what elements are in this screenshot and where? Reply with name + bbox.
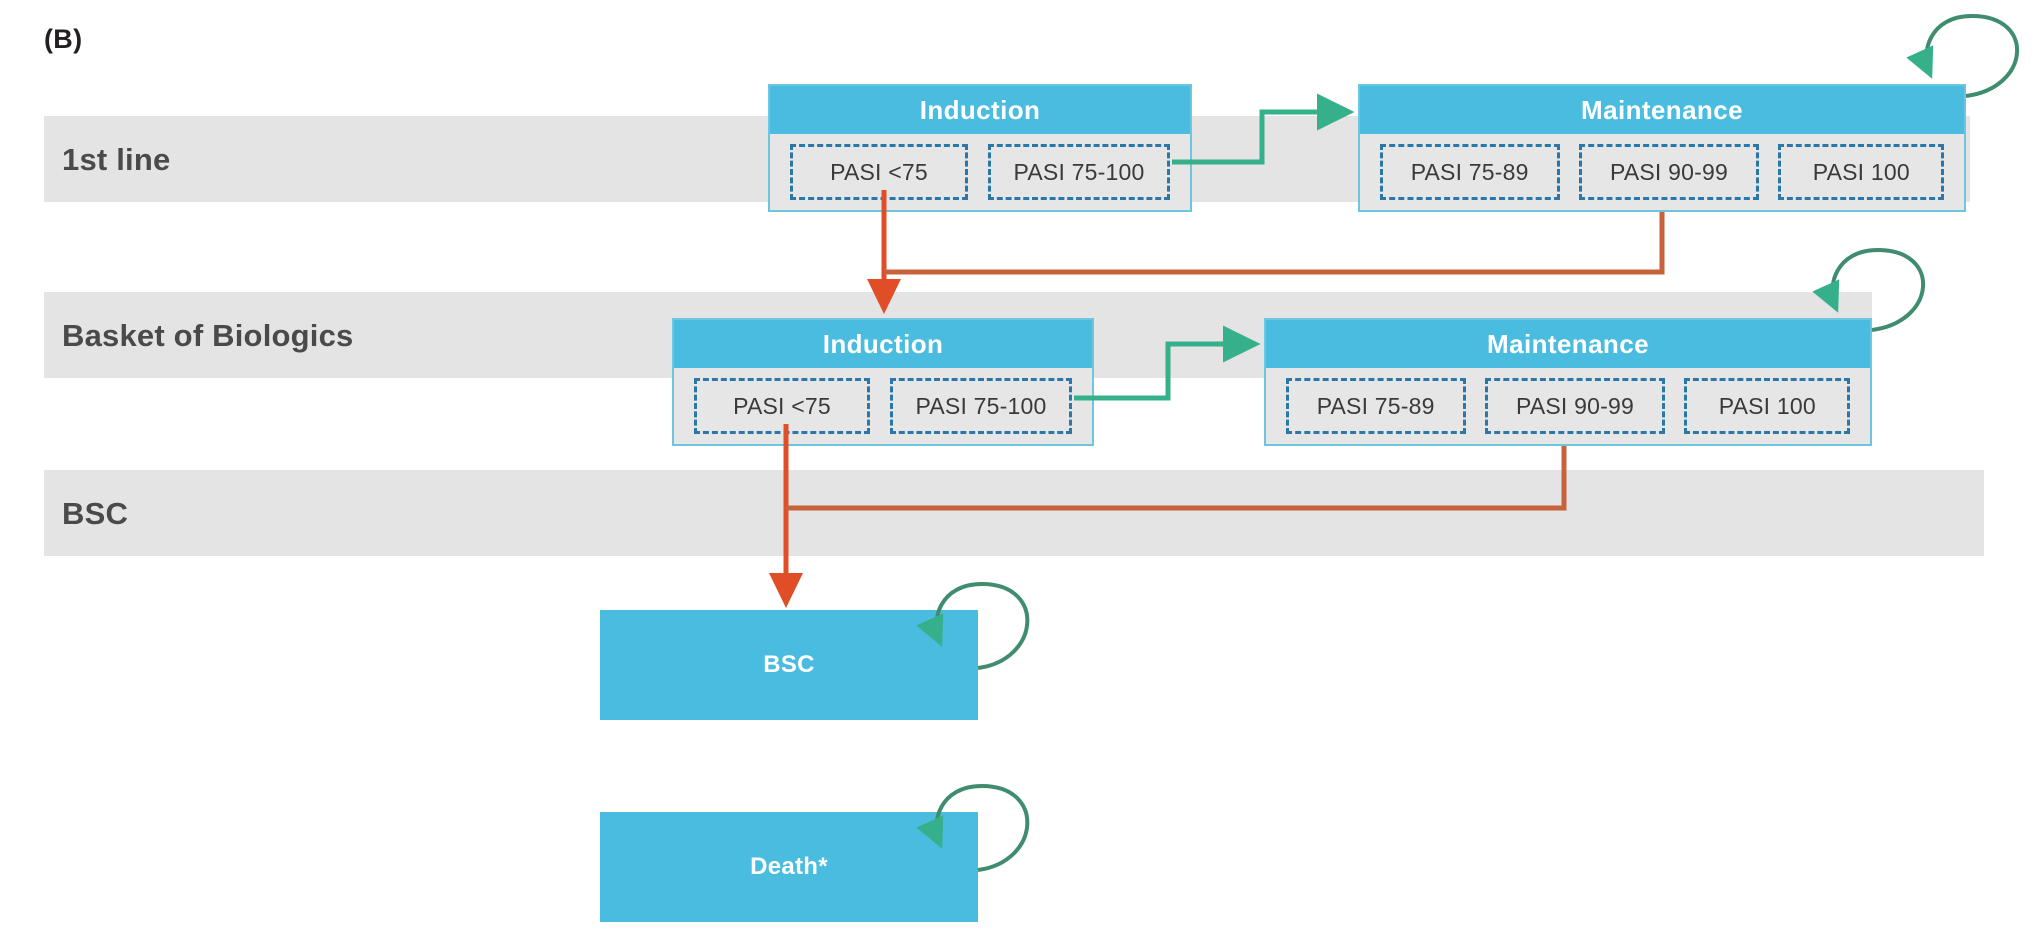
state-pasi-100[interactable]: PASI 100 bbox=[1778, 144, 1945, 200]
state-pasi-75-100[interactable]: PASI 75-100 bbox=[988, 144, 1170, 200]
group-header-maintenance: Maintenance bbox=[1266, 320, 1870, 368]
state-pasi-90-99[interactable]: PASI 90-99 bbox=[1484, 378, 1665, 434]
group-line1-induction[interactable]: Induction PASI <75 PASI 75-100 bbox=[768, 84, 1192, 212]
group-body-induction: PASI <75 PASI 75-100 bbox=[770, 134, 1190, 210]
group-basket-maintenance[interactable]: Maintenance PASI 75-89 PASI 90-99 PASI 1… bbox=[1264, 318, 1872, 446]
panel-label: (B) bbox=[44, 24, 83, 54]
group-body-maintenance: PASI 75-89 PASI 90-99 PASI 100 bbox=[1360, 134, 1964, 210]
group-header-maintenance: Maintenance bbox=[1360, 86, 1964, 134]
state-pasi-75-89[interactable]: PASI 75-89 bbox=[1379, 144, 1560, 200]
lane-band-bsc bbox=[44, 470, 1984, 556]
group-header-induction: Induction bbox=[770, 86, 1190, 134]
state-bsc[interactable]: BSC bbox=[600, 610, 978, 720]
state-death[interactable]: Death* bbox=[600, 812, 978, 922]
group-header-induction: Induction bbox=[674, 320, 1092, 368]
state-pasi-100[interactable]: PASI 100 bbox=[1684, 378, 1851, 434]
state-pasi-75-89[interactable]: PASI 75-89 bbox=[1285, 378, 1466, 434]
edge-line1-maintenance-to-basket bbox=[884, 212, 1665, 275]
state-pasi-90-99[interactable]: PASI 90-99 bbox=[1578, 144, 1759, 200]
lane-label-basket: Basket of Biologics bbox=[62, 318, 354, 353]
group-basket-induction[interactable]: Induction PASI <75 PASI 75-100 bbox=[672, 318, 1094, 446]
group-body-induction: PASI <75 PASI 75-100 bbox=[674, 368, 1092, 444]
group-line1-maintenance[interactable]: Maintenance PASI 75-89 PASI 90-99 PASI 1… bbox=[1358, 84, 1966, 212]
state-pasi-lt75[interactable]: PASI <75 bbox=[694, 378, 870, 434]
lane-label-bsc: BSC bbox=[62, 496, 129, 531]
lane-label-1st-line: 1st line bbox=[62, 142, 171, 177]
state-pasi-75-100[interactable]: PASI 75-100 bbox=[890, 378, 1072, 434]
group-body-maintenance: PASI 75-89 PASI 90-99 PASI 100 bbox=[1266, 368, 1870, 444]
state-pasi-lt75[interactable]: PASI <75 bbox=[790, 144, 968, 200]
